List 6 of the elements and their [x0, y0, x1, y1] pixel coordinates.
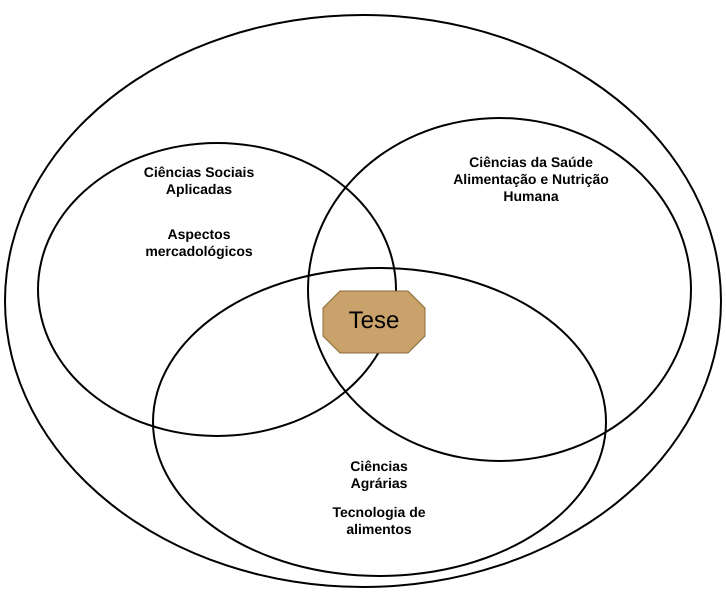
area-label: Ciências da Saúde Alimentação e Nutrição Humana	[452, 154, 610, 205]
area-label: Ciências Agrárias	[349, 458, 409, 492]
area-label: Aspectos mercadológicos	[144, 226, 254, 260]
area-label: Ciências Sociais Aplicadas	[142, 164, 256, 198]
area-label: Tese	[348, 307, 400, 335]
area-label: Tecnologia de alimentos	[331, 504, 427, 538]
